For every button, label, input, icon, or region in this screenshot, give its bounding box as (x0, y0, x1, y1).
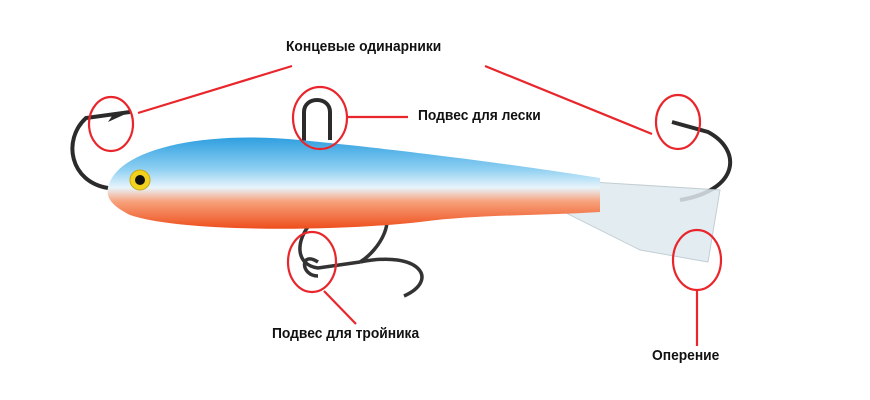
label-tail-fin: Оперение (652, 347, 720, 364)
circle-left-hook (87, 95, 135, 153)
label-line-hanger: Подвес для лески (418, 107, 541, 124)
label-end-hooks: Концевые одинарники (286, 38, 442, 55)
label-treble-hanger: Подвес для тройника (272, 325, 420, 342)
circle-right-hook (654, 93, 702, 151)
circle-treble-hanger (286, 230, 338, 294)
callouts (87, 64, 723, 346)
circle-line-hanger (291, 85, 349, 151)
lure-body (107, 137, 600, 229)
left-hook (70, 110, 131, 190)
line-hanger-loop (302, 98, 332, 142)
